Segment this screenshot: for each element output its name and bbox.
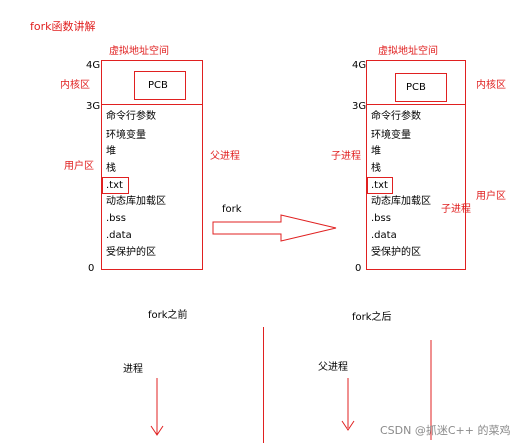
right-segment-txt: .txt bbox=[371, 180, 388, 191]
left-segment-data: .data bbox=[106, 230, 132, 241]
left-vas-label: 虚拟地址空间 bbox=[109, 46, 169, 57]
right-segment-data: .data bbox=[371, 230, 397, 241]
fork-arrow-label: fork bbox=[222, 204, 242, 215]
right-axis-4g: 4G bbox=[352, 60, 367, 71]
left-kernel-label: 内核区 bbox=[60, 80, 90, 91]
left-pcb-label: PCB bbox=[148, 80, 168, 91]
left-axis-3g: 3G bbox=[86, 101, 101, 112]
process-label: 进程 bbox=[123, 364, 143, 375]
right-segment-env: 环境变量 bbox=[371, 130, 411, 141]
left-user-label: 用户区 bbox=[64, 161, 94, 172]
right-child-process-label-right: 子进程 bbox=[441, 204, 471, 215]
right-segment-stack: 栈 bbox=[371, 163, 381, 174]
timeline-divider bbox=[263, 327, 264, 443]
right-pcb-label: PCB bbox=[406, 82, 426, 93]
left-segment-env: 环境变量 bbox=[106, 130, 146, 141]
right-vas-label: 虚拟地址空间 bbox=[378, 46, 438, 57]
parent-process-label: 父进程 bbox=[318, 362, 348, 373]
right-segment-cmdline: 命令行参数 bbox=[371, 111, 421, 122]
left-memory-box bbox=[101, 60, 203, 270]
left-segment-bss: .bss bbox=[106, 213, 126, 224]
right-txt-highlight-box bbox=[367, 177, 393, 194]
csdn-watermark: CSDN @抓迷C++ 的菜鸡 bbox=[380, 424, 511, 437]
left-segment-stack: 栈 bbox=[106, 163, 116, 174]
right-segment-bss: .bss bbox=[371, 213, 391, 224]
left-axis-0: 0 bbox=[88, 263, 95, 274]
right-segment-heap: 堆 bbox=[371, 146, 381, 157]
right-child-process-label-left: 子进程 bbox=[331, 151, 361, 162]
left-txt-highlight-box bbox=[102, 177, 129, 194]
left-pcb-box bbox=[134, 71, 186, 100]
right-pcb-box bbox=[395, 73, 447, 102]
left-segment-heap: 堆 bbox=[106, 146, 116, 157]
parent-process-down-arrow bbox=[341, 378, 355, 431]
process-down-arrow bbox=[150, 378, 164, 436]
right-segment-protected: 受保护的区 bbox=[371, 247, 421, 258]
left-segment-txt: .txt bbox=[106, 180, 123, 191]
left-segment-cmdline: 命令行参数 bbox=[106, 111, 156, 122]
right-axis-3g: 3G bbox=[352, 101, 367, 112]
fork-after-label: fork之后 bbox=[352, 312, 392, 323]
left-parent-process-label: 父进程 bbox=[210, 151, 240, 162]
right-user-label: 用户区 bbox=[476, 191, 506, 202]
left-segment-protected: 受保护的区 bbox=[106, 247, 156, 258]
right-kernel-divider bbox=[366, 104, 466, 105]
left-kernel-divider bbox=[101, 104, 203, 105]
right-memory-box bbox=[366, 60, 466, 270]
right-axis-0: 0 bbox=[355, 263, 362, 274]
diagram-title: fork函数讲解 bbox=[30, 20, 96, 33]
left-axis-4g: 4G bbox=[86, 60, 101, 71]
fork-before-label: fork之前 bbox=[148, 310, 188, 321]
right-kernel-label: 内核区 bbox=[476, 80, 506, 91]
right-segment-dynlib: 动态库加载区 bbox=[371, 196, 431, 207]
left-segment-dynlib: 动态库加载区 bbox=[106, 196, 166, 207]
